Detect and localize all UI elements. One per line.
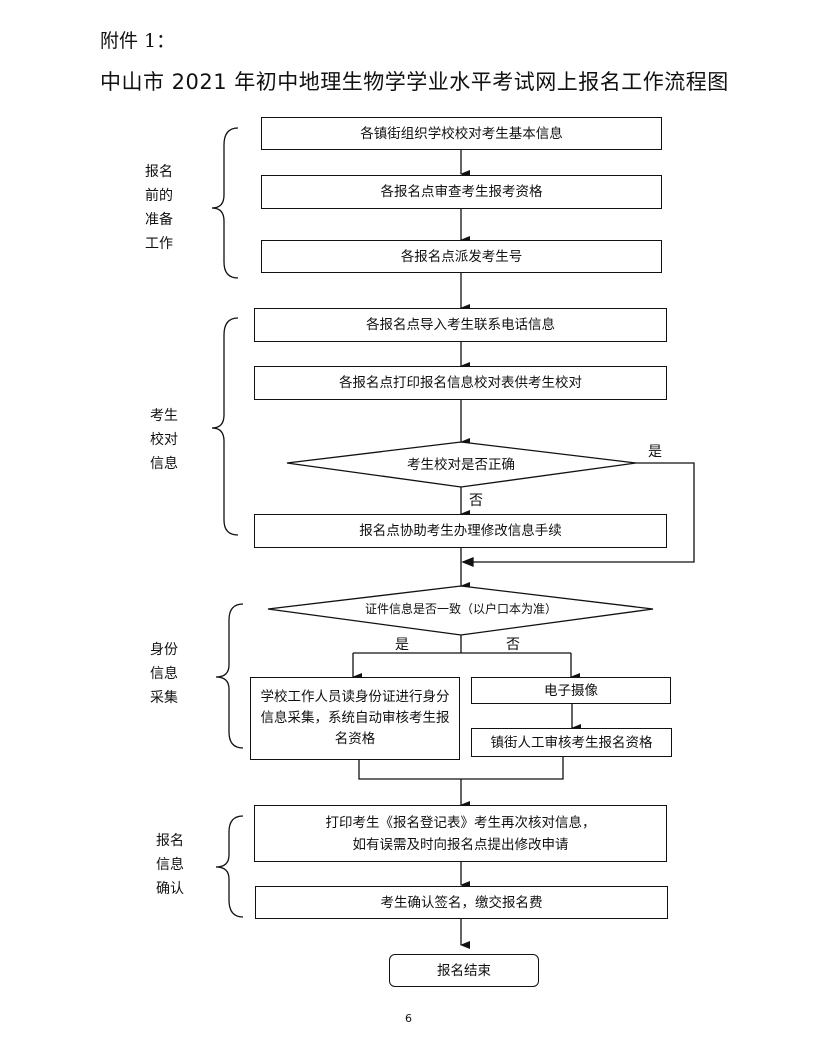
- section-label-verification: 考生 校对 信息: [150, 404, 184, 476]
- section-label-line: 确认: [156, 881, 184, 897]
- step-verify-basic-info: 各镇街组织学校校对考生基本信息: [261, 117, 662, 150]
- section-label-line: 工作: [145, 236, 173, 252]
- decision-id-match-label: 证件信息是否一致（以户口本为准）: [364, 602, 557, 616]
- d1-no-label: 否: [469, 493, 483, 509]
- page-number: 6: [405, 1012, 412, 1025]
- step-review-eligibility: 各报名点审查考生报考资格: [261, 175, 662, 209]
- section-label-line: 信息: [150, 666, 178, 682]
- section-label-preparation: 报名 前的 准备 工作: [145, 160, 179, 256]
- d2-yes-label: 是: [395, 637, 409, 653]
- section-label-line: 身份: [150, 642, 178, 658]
- step-print-registration-line2: 如有误需及时向报名点提出修改申请: [352, 836, 569, 853]
- brace-section-1: [211, 127, 239, 279]
- section-label-line: 信息: [150, 456, 178, 472]
- section-label-line: 前的: [145, 188, 173, 204]
- step-import-phone-info: 各报名点导入考生联系电话信息: [254, 308, 667, 342]
- decision-check-correct-label: 考生校对是否正确: [407, 457, 515, 473]
- step-manual-review: 镇街人工审核考生报名资格: [471, 728, 672, 757]
- line-d1-yes: [465, 462, 695, 563]
- end-terminal: 报名结束: [389, 954, 539, 987]
- section-label-confirmation: 报名 信息 确认: [156, 829, 190, 901]
- section-label-line: 校对: [150, 432, 178, 448]
- section-label-line: 报名: [145, 164, 173, 180]
- step-id-card-collection: 学校工作人员读身份证进行身分信息采集，系统自动审核考生报名资格: [250, 677, 460, 760]
- section-label-line: 考生: [150, 408, 178, 424]
- section-label-line: 报名: [156, 833, 184, 849]
- brace-section-4: [215, 815, 244, 918]
- step-print-registration-line1: 打印考生《报名登记表》考生再次核对信息，: [325, 814, 596, 831]
- attachment-label: 附件 1：: [100, 30, 176, 52]
- arrow-d1-yes-head: [461, 557, 474, 567]
- section-label-line: 准备: [145, 212, 173, 228]
- brace-section-2: [211, 317, 239, 536]
- d2-no-label: 否: [506, 637, 520, 653]
- section-label-line: 采集: [150, 690, 178, 706]
- section-label-identity: 身份 信息 采集: [150, 638, 184, 710]
- step-print-registration-form: 打印考生《报名登记表》考生再次核对信息， 如有误需及时向报名点提出修改申请: [254, 805, 667, 862]
- d1-yes-label: 是: [648, 444, 662, 460]
- step-electronic-photo: 电子摄像: [471, 677, 671, 704]
- step-issue-candidate-number: 各报名点派发考生号: [261, 240, 662, 273]
- section-label-line: 信息: [156, 857, 184, 873]
- step-assist-modify-info: 报名点协助考生办理修改信息手续: [254, 514, 667, 548]
- page-title: 中山市 2021 年初中地理生物学学业水平考试网上报名工作流程图: [100, 70, 729, 94]
- step-confirm-and-pay: 考生确认签名，缴交报名费: [255, 886, 668, 919]
- step-print-check-form: 各报名点打印报名信息校对表供考生校对: [254, 366, 667, 400]
- brace-section-3: [215, 603, 244, 749]
